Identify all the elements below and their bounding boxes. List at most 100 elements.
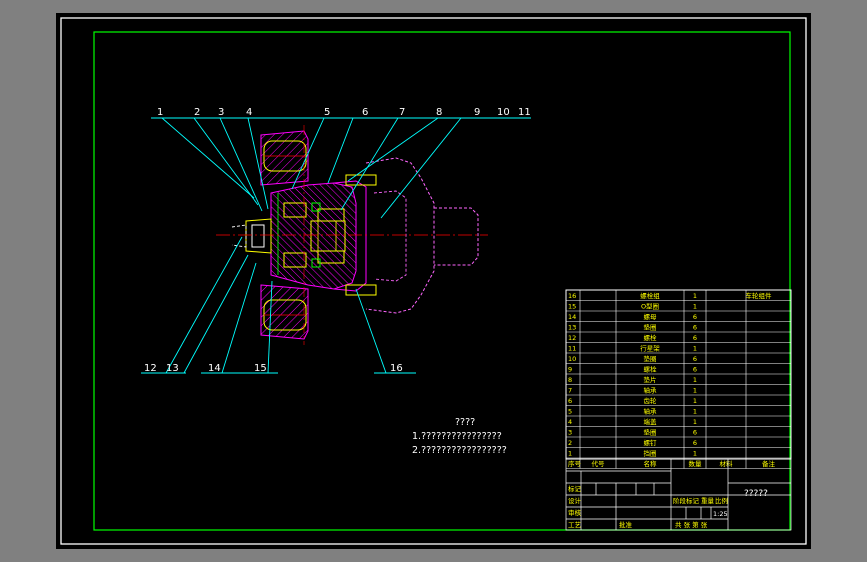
bom-row-name: 螺栓 [644, 365, 658, 374]
title-block [565, 458, 792, 531]
bom-row-qty: 1 [693, 418, 697, 426]
bom-row-no: 3 [568, 429, 572, 437]
callout-14: 14 [208, 363, 221, 374]
hub-body [270, 182, 357, 290]
bom-row-remark: 车轮组件 [746, 291, 773, 300]
callout-2: 2 [194, 107, 200, 118]
callout-7: 7 [399, 107, 405, 118]
wheel-rim-bottom [260, 284, 309, 340]
sheet-outer-frame [60, 17, 807, 545]
shaft-tip [231, 224, 247, 248]
bom-row-name: 螺栓 [644, 333, 658, 342]
cad-viewport: 1 2 3 4 5 6 7 8 9 10 11 12 13 14 15 16 ?… [56, 13, 811, 549]
bom-row-no: 10 [568, 355, 576, 363]
gear-core [310, 220, 346, 252]
cad-drawing: 1 2 3 4 5 6 7 8 9 10 11 12 13 14 15 16 ?… [60, 17, 807, 545]
bom-row-no: 12 [568, 334, 576, 342]
bom-header-remark: 备注 [762, 459, 776, 468]
seal-green-top [311, 202, 321, 212]
bom-row-no: 8 [568, 376, 572, 384]
bom-row-qty: 1 [693, 303, 697, 311]
flange-bolt-bottom [345, 284, 377, 296]
tb-check: 审核 [568, 508, 582, 517]
bom-row-name: 轴承 [644, 386, 658, 395]
bom-row-no: 4 [568, 418, 572, 426]
bom-header-code: 代号 [592, 459, 606, 468]
tb-weight: 重量 [701, 497, 715, 505]
bom-row-no: 7 [568, 387, 572, 395]
shaft-nut [251, 224, 265, 248]
tb-sheet: 共 张 第 张 [675, 520, 708, 529]
bom-row-name: 垫圈 [644, 323, 657, 332]
bom-row-name: 螺母 [644, 312, 658, 321]
bom-header-material: 材料 [720, 459, 734, 468]
drawing-title: ????? [744, 489, 768, 499]
tb-mark: 标记 [568, 484, 582, 493]
bom-row-no: 2 [568, 439, 572, 447]
reducer-outline [365, 157, 435, 314]
wheel-rim-top [260, 130, 309, 186]
bom-row-name: 垫片 [644, 375, 657, 384]
callout-13: 13 [166, 363, 179, 374]
bom-row-no: 11 [568, 345, 576, 353]
motor-stub [434, 207, 479, 266]
shaft-end [245, 218, 272, 254]
bom-row-qty: 6 [693, 439, 697, 447]
bom-row-qty: 1 [693, 408, 697, 416]
notes-item-2: 2.????????????????? [412, 445, 507, 456]
bom-row-name: 螺钉 [644, 438, 658, 447]
callout-15: 15 [254, 363, 267, 374]
bom-row-no: 14 [568, 313, 576, 321]
bom-row-qty: 1 [693, 292, 697, 300]
bom-row-no: 5 [568, 408, 572, 416]
tb-scale-value: 1:25 [713, 510, 728, 518]
bom-row-qty: 6 [693, 334, 697, 342]
bom-row-no: 1 [568, 450, 572, 458]
bom-row-qty: 6 [693, 366, 697, 374]
bom-row-no: 15 [568, 303, 576, 311]
bom-row-name: 轴承 [644, 407, 658, 416]
bom-row-name: 齿轮 [644, 396, 658, 405]
callout-12: 12 [144, 363, 157, 374]
title-block-text: 标记 设计 审核 工艺 批准 阶段标记 重量 比例 1:25 共 张 第 张 [568, 484, 728, 529]
bom-row-qty: 1 [693, 387, 697, 395]
tb-process: 工艺 [568, 521, 582, 529]
callout-3: 3 [218, 107, 224, 118]
flange-bolt-top [345, 174, 377, 186]
reducer-inner [373, 190, 407, 282]
tb-stage: 阶段标记 [673, 496, 700, 505]
bom-row-qty: 1 [693, 345, 697, 353]
bom-row-qty: 6 [693, 324, 697, 332]
bearing-left-top [283, 202, 307, 218]
bom-row-qty: 1 [693, 397, 697, 405]
callout-11: 11 [518, 107, 531, 118]
callout-labels-bottom: 12 13 14 15 16 [144, 363, 403, 374]
callout-5: 5 [324, 107, 330, 118]
bom-row-no: 16 [568, 292, 576, 300]
callout-labels-top: 1 2 3 4 5 6 7 8 9 10 11 [157, 107, 531, 118]
callout-8: 8 [436, 107, 442, 118]
bom-row-name: 行星架 [640, 344, 660, 353]
seal-green-bottom [311, 258, 321, 268]
bom-row-name: 垫圈 [644, 428, 657, 437]
bom-row-name: 端盖 [644, 417, 658, 426]
bom-header-qty: 数量 [689, 459, 703, 468]
bom-row-name: 螺栓组 [640, 291, 660, 300]
tb-design: 设计 [568, 496, 582, 505]
callout-4: 4 [246, 107, 252, 118]
bom-row-qty: 6 [693, 313, 697, 321]
notes-title: ???? [455, 417, 475, 428]
callout-1: 1 [157, 107, 163, 118]
technical-notes: ???? 1.???????????????? 2.??????????????… [412, 417, 507, 456]
bom-row-name: O型圈 [641, 302, 659, 311]
tb-scale-label: 比例 [715, 496, 728, 505]
bom-row-no: 13 [568, 324, 576, 332]
bom-row-qty: 6 [693, 429, 697, 437]
bom-header-no: 序号 [568, 459, 582, 468]
bom-row-qty: 6 [693, 355, 697, 363]
bearing-left-bottom [283, 252, 307, 268]
bom-row-name: 挡圈 [644, 449, 657, 458]
notes-item-1: 1.???????????????? [412, 431, 502, 442]
bom-header-name: 名称 [644, 459, 658, 468]
